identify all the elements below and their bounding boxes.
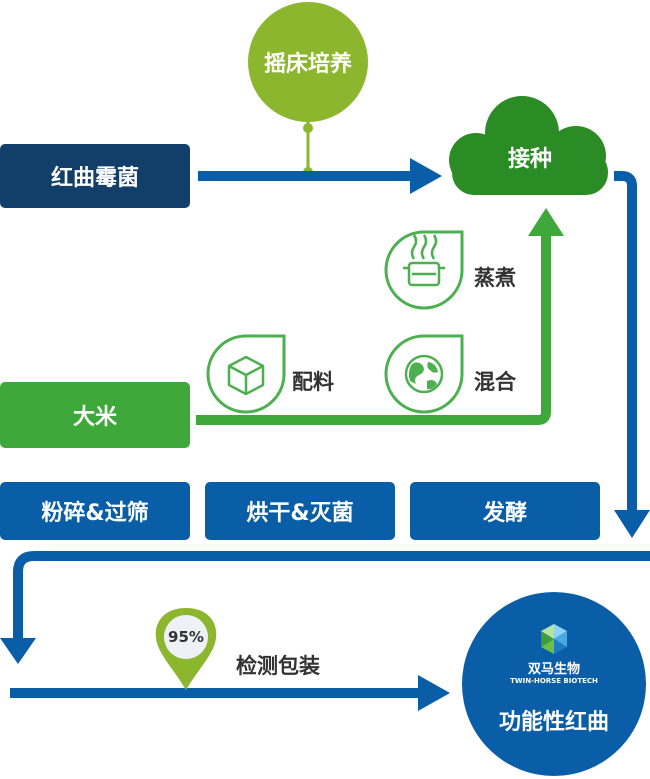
arrowhead-down-left bbox=[0, 638, 36, 664]
arrowhead-up bbox=[528, 208, 564, 236]
connector-dot-top bbox=[303, 123, 313, 133]
steaming-badge bbox=[384, 230, 464, 310]
product-label: 功能性红曲 bbox=[498, 710, 609, 735]
arrowhead-inoculation bbox=[410, 158, 442, 194]
arrowhead-product bbox=[418, 675, 450, 711]
inspect-pack-label: 检测包装 bbox=[236, 654, 320, 678]
cube-icon bbox=[227, 355, 265, 396]
shake-culture-circle bbox=[248, 2, 368, 122]
cloud-icon bbox=[449, 96, 608, 195]
dry-sterilize-box: 烘干&灭菌 bbox=[205, 482, 395, 540]
dry-sterilize-label: 烘干&灭菌 bbox=[246, 501, 354, 526]
logo-name-cn: 双马生物 bbox=[527, 661, 580, 677]
pass-rate-label: 95% bbox=[168, 628, 204, 646]
steaming-pot-icon bbox=[403, 234, 445, 287]
logo-name-en: TWIN-HORSE BIOTECH bbox=[510, 677, 598, 685]
arrow-wrap-left bbox=[13, 551, 650, 640]
globe-icon bbox=[404, 354, 444, 394]
rice-label: 大米 bbox=[72, 405, 117, 430]
arrow-rice-inoculation bbox=[196, 232, 551, 425]
ferment-box: 发酵 bbox=[410, 482, 600, 540]
inoculation-label: 接种 bbox=[507, 147, 552, 172]
mixing-badge bbox=[384, 334, 464, 414]
mixing-label: 混合 bbox=[474, 370, 516, 394]
monascus-box: 红曲霉菌 bbox=[0, 144, 190, 208]
steaming-label: 蒸煮 bbox=[474, 266, 516, 290]
rice-box: 大米 bbox=[0, 382, 190, 448]
twin-horse-logo-icon bbox=[541, 624, 567, 654]
ferment-label: 发酵 bbox=[482, 501, 527, 526]
arrowhead-down-right bbox=[614, 510, 650, 538]
ingredients-label: 配料 bbox=[292, 370, 334, 394]
monascus-label: 红曲霉菌 bbox=[50, 166, 139, 191]
crush-sieve-box: 粉碎&过筛 bbox=[0, 482, 190, 540]
shake-culture-label: 摇床培养 bbox=[263, 52, 352, 77]
product-circle bbox=[462, 592, 646, 776]
arrow-right-down bbox=[614, 171, 637, 512]
crush-sieve-label: 粉碎&过筛 bbox=[41, 501, 149, 526]
map-pin-icon bbox=[155, 608, 217, 690]
